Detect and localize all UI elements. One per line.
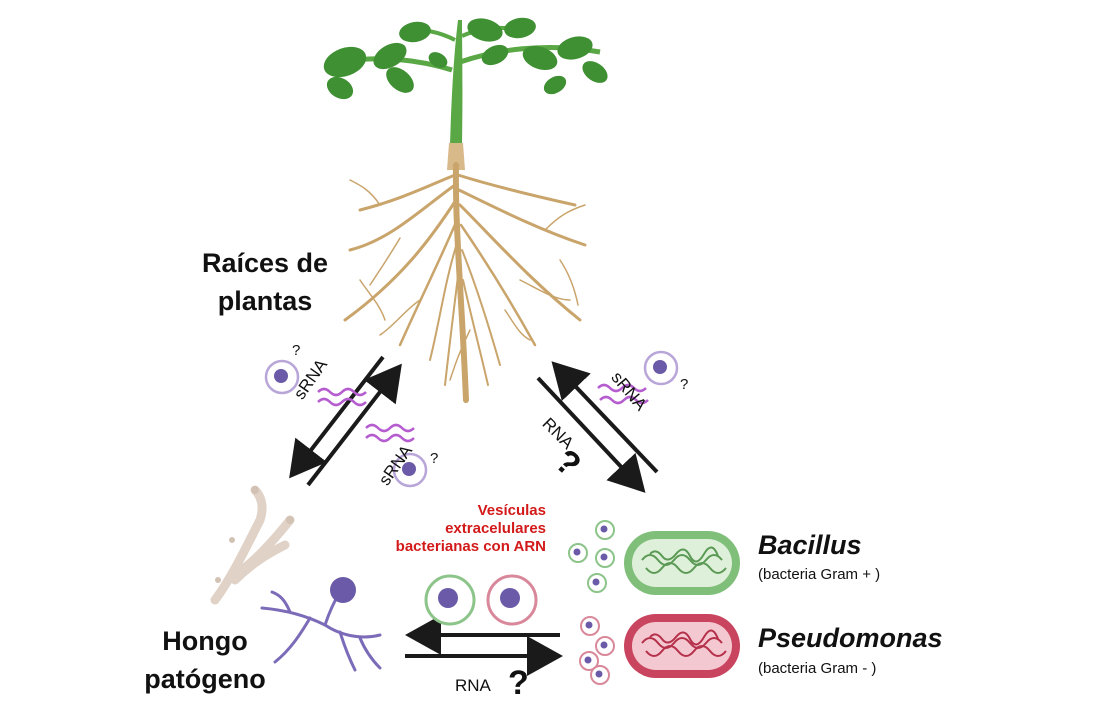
small-question-left-bottom: ? [430,450,439,467]
arrow-bacteria-to-roots [551,361,659,474]
fungus-label-line2: patógeno [144,664,266,694]
srna-strand-right [597,383,647,393]
question-mark-bottom: ? [508,664,529,702]
vesicles-label-line3: bacterianas con ARN [395,538,546,555]
fungus-sporangium [330,577,356,603]
fungus-label-line1: Hongo [162,626,248,656]
transfer-vesicle-green [424,574,476,626]
root-collar [447,143,465,170]
interaction-arrows [289,355,659,676]
transfer-vesicle-red [486,574,538,626]
vesicles-label-line1: Vesículas [477,502,546,519]
roots-label: Raíces de plantas [190,244,340,320]
srna-strand-left-top [317,387,367,397]
small-question-right: ? [680,376,689,393]
plant-roots [343,162,587,403]
small-question-left-top: ? [292,342,301,359]
bacillus-cell [624,531,740,595]
pseudomonas-vesicle-cloud [579,616,615,685]
fungus-illustration [210,485,382,672]
pseudomonas-label: Pseudomonas [758,623,943,653]
bacillus-label: Bacillus [758,530,862,560]
pseudomonas-cell [624,614,740,678]
vesicles-label-line2: extracelulares [445,520,546,537]
srna-strand-left-bottom [365,423,415,433]
rna-label-bottom: RNA [455,676,491,695]
vesicles-label: Vesículas extracelulares bacterianas con… [380,502,546,556]
vesicle-left-top [264,359,300,395]
vesicle-left-bottom [392,452,428,488]
srna-strands [317,383,649,443]
fungus-hyphae-beige [210,485,295,605]
srna-strand-left-top-2 [317,397,367,407]
bacillus-vesicle-cloud [568,520,615,593]
pseudomonas-description: (bacteria Gram - ) [758,660,877,677]
srna-strand-left-bottom-2 [365,433,415,443]
vesicle-right [643,350,679,386]
plant-leaves [323,17,608,145]
fungus-label: Hongo patógeno [130,622,280,698]
bacillus-description: (bacteria Gram + ) [758,566,881,583]
arrow-fungus-to-roots [306,363,402,487]
plant-illustration [323,17,608,403]
roots-label-line2: plantas [217,286,313,316]
srna-strand-right-2 [599,395,649,405]
roots-label-line1: Raíces de [201,248,329,278]
